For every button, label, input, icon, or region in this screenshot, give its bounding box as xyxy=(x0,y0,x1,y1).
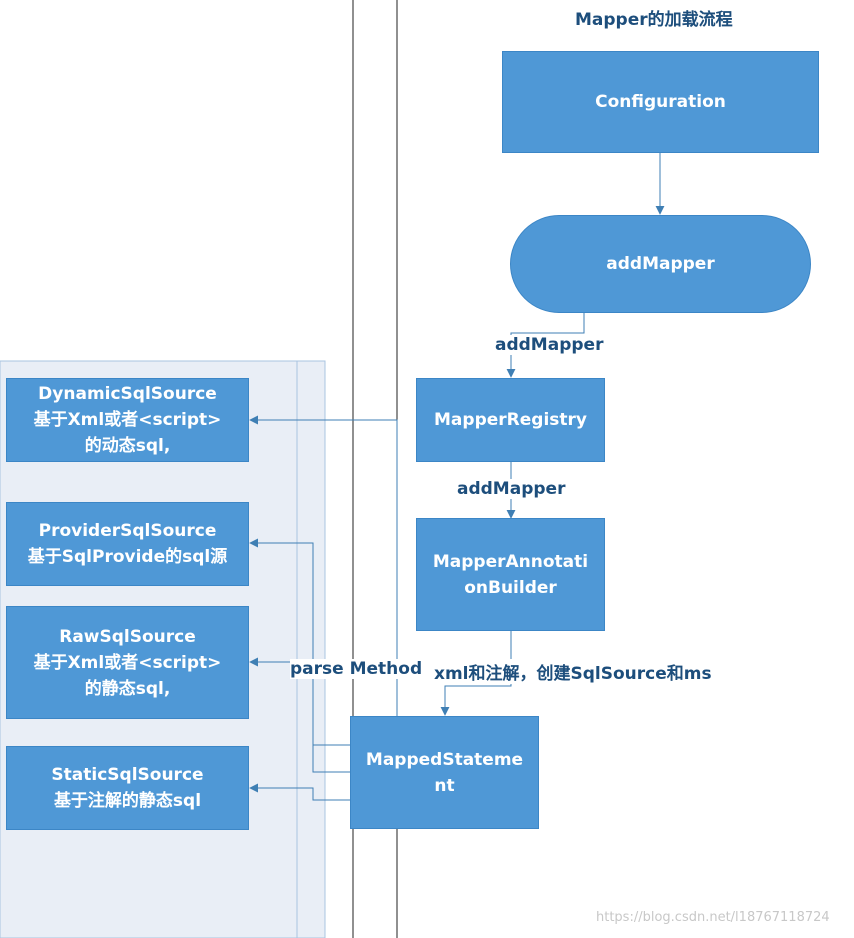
edge-label-add-mapper-2: addMapper xyxy=(457,479,566,499)
node-dynamic-sql-source: DynamicSqlSource 基于Xml或者<script> 的动态sql, xyxy=(6,378,249,462)
edge-builder-to-mappedstatement xyxy=(440,631,512,716)
node-add-mapper: addMapper xyxy=(510,215,811,313)
edge-addmapper-to-registry xyxy=(506,312,585,378)
raw-sql-source-line-2: 基于Xml或者<script> xyxy=(33,652,222,673)
provider-sql-source-line-1: ProviderSqlSource xyxy=(38,521,217,541)
node-mapped-statement-line-1: MappedStateme xyxy=(365,749,524,770)
provider-sql-source-line-2: 基于SqlProvide的sql源 xyxy=(27,547,228,567)
node-annotation-builder-line-1: MapperAnnotati xyxy=(432,551,589,572)
diagram-title: Mapper的加载流程 xyxy=(575,10,733,30)
raw-sql-source-line-1: RawSqlSource xyxy=(59,626,196,647)
edge-label-parse-method: parse Method xyxy=(290,659,423,679)
edge-ms-to-raw xyxy=(249,657,351,773)
dynamic-sql-source-line-3: 的动态sql, xyxy=(84,436,171,456)
edge-label-add-mapper-1: addMapper xyxy=(495,335,604,355)
raw-sql-source-line-3: 的静态sql, xyxy=(84,678,171,699)
node-provider-sql-source: ProviderSqlSource 基于SqlProvide的sql源 xyxy=(6,502,249,586)
edge-ms-to-provider xyxy=(249,538,351,746)
dynamic-sql-source-line-1: DynamicSqlSource xyxy=(38,384,217,404)
node-mapper-registry: MapperRegistry xyxy=(416,378,605,462)
node-mapped-statement: MappedStateme nt xyxy=(350,716,539,829)
edge-ms-to-static xyxy=(249,783,351,801)
node-mapper-registry-label: MapperRegistry xyxy=(434,410,587,430)
dynamic-sql-source-line-2: 基于Xml或者<script> xyxy=(33,410,222,430)
node-add-mapper-label: addMapper xyxy=(606,254,715,274)
node-configuration: Configuration xyxy=(502,51,819,153)
node-mapped-statement-line-2: nt xyxy=(434,775,455,796)
watermark: https://blog.csdn.net/l18767118724 xyxy=(596,910,830,925)
node-static-sql-source: StaticSqlSource 基于注解的静态sql xyxy=(6,746,249,830)
node-annotation-builder-line-2: onBuilder xyxy=(464,577,557,598)
node-configuration-label: Configuration xyxy=(595,92,726,112)
node-annotation-builder: MapperAnnotati onBuilder xyxy=(416,518,605,631)
node-raw-sql-source: RawSqlSource 基于Xml或者<script> 的静态sql, xyxy=(6,606,249,719)
static-sql-source-line-2: 基于注解的静态sql xyxy=(53,791,202,811)
edge-ms-to-dynamic xyxy=(249,415,398,716)
static-sql-source-line-1: StaticSqlSource xyxy=(51,765,204,785)
edge-label-parse-xml: xml和注解，创建SqlSource和ms xyxy=(434,659,712,684)
